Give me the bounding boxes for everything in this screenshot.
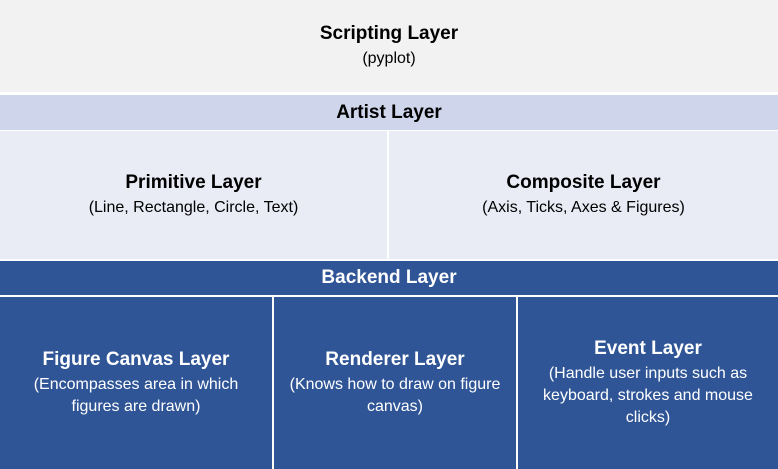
renderer-layer-subtitle: (Knows how to draw on figure canvas)	[289, 376, 501, 415]
event-layer-subtitle: (Handle user inputs such as keyboard, st…	[543, 365, 753, 426]
artist-layer-header: Artist Layer	[0, 95, 778, 130]
renderer-layer-title: Renderer Layer	[325, 349, 465, 370]
figure-canvas-layer-subtitle: (Encompasses area in which figures are d…	[33, 376, 239, 415]
event-layer-block: Event Layer (Handle user inputs such as …	[518, 297, 778, 469]
figure-canvas-layer-block: Figure Canvas Layer (Encompasses area in…	[0, 297, 272, 469]
event-layer-title: Event Layer	[594, 338, 702, 359]
composite-layer-subtitle: (Axis, Ticks, Axes & Figures)	[482, 199, 685, 216]
figure-canvas-layer-title: Figure Canvas Layer	[42, 349, 230, 370]
renderer-layer-block: Renderer Layer (Knows how to draw on fig…	[274, 297, 516, 469]
composite-layer-block: Composite Layer (Axis, Ticks, Axes & Fig…	[389, 131, 778, 259]
scripting-layer-subtitle: (pyplot)	[362, 50, 416, 67]
backend-layer-title: Backend Layer	[321, 267, 457, 288]
primitive-layer-subtitle: (Line, Rectangle, Circle, Text)	[88, 199, 299, 216]
scripting-layer-block: Scripting Layer (pyplot)	[0, 0, 778, 92]
composite-layer-title: Composite Layer	[506, 172, 661, 193]
primitive-layer-title: Primitive Layer	[125, 172, 262, 193]
scripting-layer-title: Scripting Layer	[319, 23, 459, 44]
artist-layer-title: Artist Layer	[336, 101, 442, 123]
backend-layer-header: Backend Layer	[0, 261, 778, 295]
primitive-layer-block: Primitive Layer (Line, Rectangle, Circle…	[0, 131, 387, 259]
